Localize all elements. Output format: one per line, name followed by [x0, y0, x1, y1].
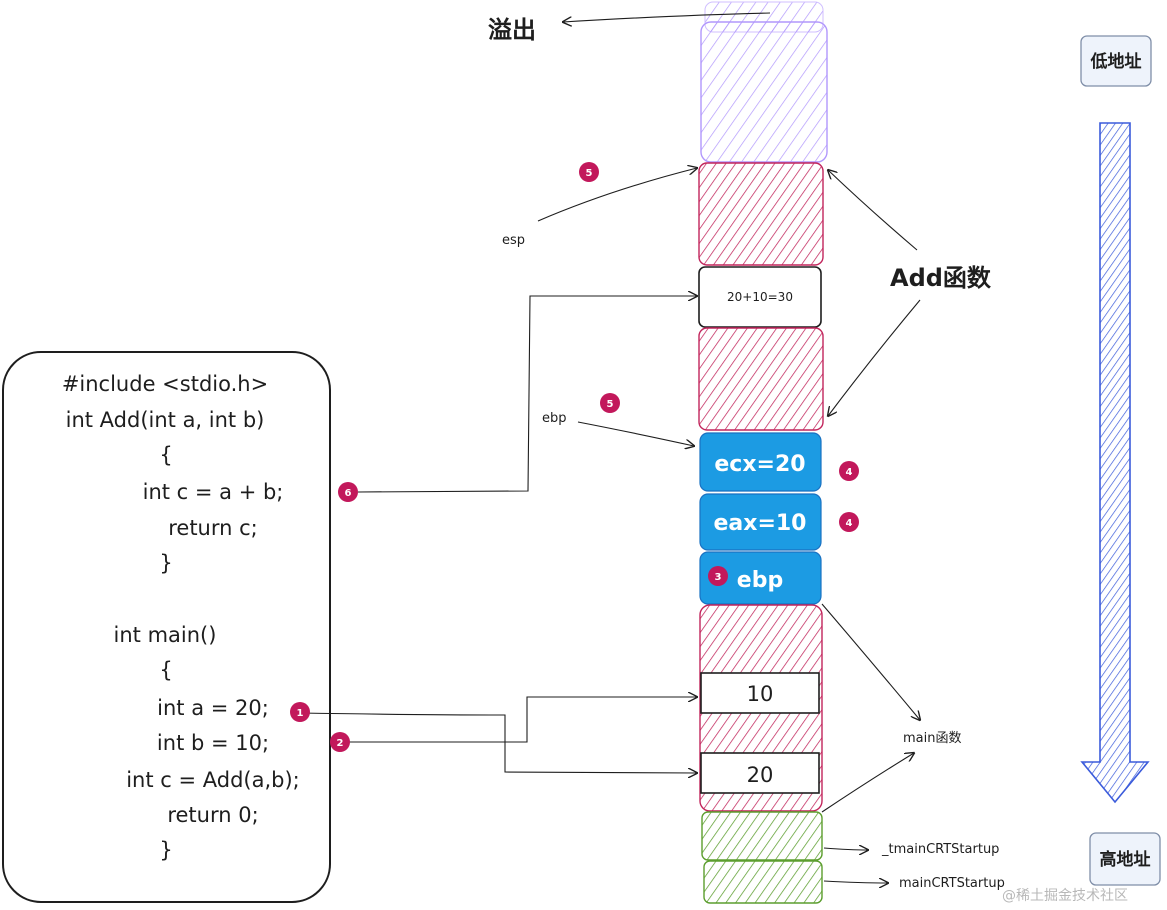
code-line-1: #include <stdio.h> [62, 372, 268, 396]
code-line-6: } [159, 551, 172, 575]
add-function-arrow-bottom [828, 299, 921, 416]
watermark: @稀土掘金技术社区 [1002, 888, 1128, 904]
step-2-arrow [348, 697, 697, 743]
add-function-arrow-top [828, 170, 918, 251]
maincrt-frame [703, 860, 823, 904]
main-function-arrow-top [821, 603, 920, 720]
ecx-cell-text: ecx=20 [714, 452, 805, 477]
overflow-label: 溢出 [488, 16, 536, 44]
ecx-cell [699, 432, 822, 492]
badge-ebp: 5 [600, 393, 620, 413]
high-address-box [1089, 832, 1161, 886]
tmaincrt-arrow [823, 848, 868, 850]
maincrt-label: mainCRTStartup [899, 876, 1005, 891]
main-a-cell [700, 752, 820, 794]
badge-ebp-push-text: 3 [715, 572, 722, 583]
address-axis: 低地址 高地址 [1080, 35, 1161, 886]
step-1-arrow [299, 712, 697, 773]
badge-esp-text: 5 [586, 168, 593, 179]
badge-eax: 4 [839, 512, 859, 532]
step-6-arrow [357, 296, 697, 493]
tmaincrt-label: _tmainCRTStartup [881, 842, 999, 857]
code-line-10: int b = 10; [157, 731, 269, 755]
badge-eax-text: 4 [846, 518, 853, 529]
code-line-4: int c = a + b; [143, 480, 284, 504]
badge-line-a-text: 1 [297, 708, 304, 719]
badge-ebp-push: 3 [708, 566, 728, 586]
badge-ecx: 4 [839, 461, 859, 481]
low-address-box [1080, 35, 1152, 87]
add-function-label: Add函数 [890, 264, 992, 292]
ebp-arrow [577, 421, 694, 446]
badge-esp: 5 [579, 162, 599, 182]
ebp-label: ebp [542, 411, 567, 426]
eax-cell [699, 493, 822, 551]
main-function-label: main函数 [903, 731, 961, 746]
stack-column: 20+10=30 ecx=20 eax=10 ebp 10 20 [698, 1, 828, 904]
code-line-13: } [159, 838, 172, 862]
add-result-cell [698, 266, 822, 328]
add-frame-bottom [698, 327, 824, 431]
esp-arrow [537, 168, 697, 222]
main-a-cell-text: 20 [747, 763, 774, 787]
maincrt-arrow [823, 881, 888, 883]
badge-line-b-text: 2 [337, 738, 344, 749]
code-line-5: return c; [168, 516, 258, 540]
low-address-label: 低地址 [1090, 51, 1142, 72]
tmaincrt-frame [701, 811, 823, 861]
badge-line-c-text: 6 [345, 488, 352, 499]
add-frame-top [698, 162, 824, 266]
address-direction-arrow [1080, 122, 1150, 804]
overflow-arrow [563, 12, 771, 22]
high-address-label: 高地址 [1100, 849, 1151, 870]
code-line-3: { [159, 443, 172, 467]
badge-ebp-text: 5 [607, 399, 614, 410]
main-function-arrow-bottom [821, 753, 914, 813]
code-box-border [2, 351, 331, 903]
badge-ecx-text: 4 [846, 467, 853, 478]
badge-line-c: 6 [338, 482, 358, 502]
code-box: #include <stdio.h> int Add(int a, int b)… [2, 351, 331, 903]
esp-label: esp [502, 233, 525, 248]
eax-cell-text: eax=10 [713, 511, 806, 536]
code-line-11: int c = Add(a,b); [126, 768, 300, 792]
arrows [299, 12, 921, 883]
main-b-cell [700, 672, 820, 714]
badge-line-b: 2 [330, 732, 350, 752]
code-line-12: return 0; [167, 803, 258, 827]
code-line-8: { [159, 658, 172, 682]
badge-line-a: 1 [290, 702, 310, 722]
code-line-2: int Add(int a, int b) [66, 408, 265, 432]
code-line-7: int main() [114, 623, 217, 647]
code-line-9: int a = 20; [157, 696, 269, 720]
ebp-saved-cell [699, 551, 822, 605]
ebp-saved-cell-text: ebp [737, 568, 783, 593]
main-b-cell-text: 10 [747, 682, 774, 706]
stack-free-region [700, 21, 828, 163]
add-result-cell-text: 20+10=30 [727, 290, 793, 304]
